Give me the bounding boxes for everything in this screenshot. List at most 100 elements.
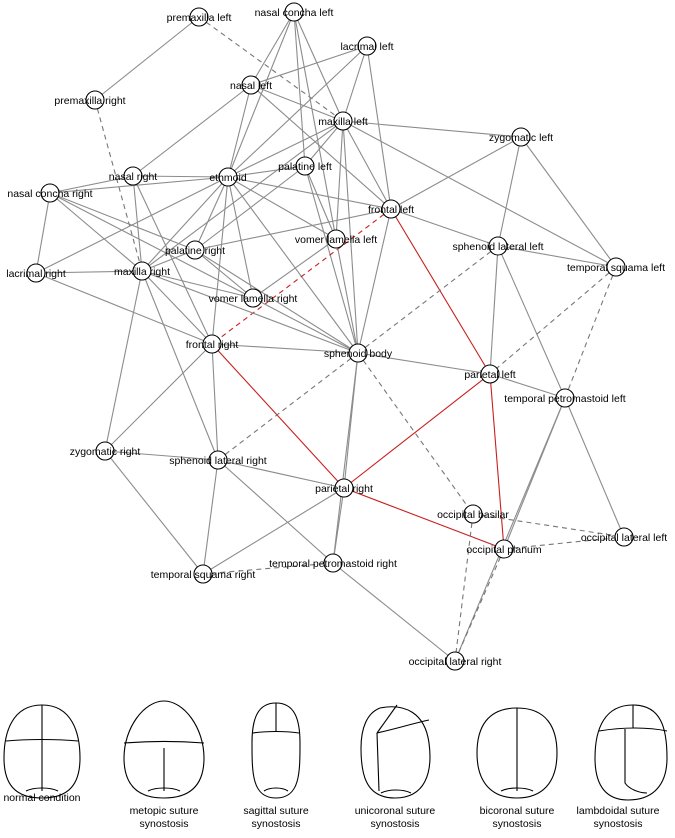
edge-maxilla-right--zygomatic-right: [104, 270, 143, 452]
node-circle: [26, 263, 46, 283]
edge-premaxilla-right--maxilla-right: [94, 99, 143, 272]
node-circle: [241, 75, 261, 95]
edge-frontal-right--zygomatic-right: [104, 343, 213, 452]
edge-ethmoid--vomer-lamella-left: [227, 176, 337, 240]
edge-ethmoid--frontal-left: [227, 176, 392, 210]
node-vomer-lamella-left: vomer lamella left: [295, 229, 377, 249]
node-sphenoid-body: sphenoid body: [324, 343, 393, 363]
edge-maxilla-right--frontal-right: [141, 270, 213, 345]
node-premaxilla-right: premaxilla right: [54, 90, 126, 110]
node-label: premaxilla left: [167, 12, 232, 24]
edge-nasal-concha-left--nasal-left: [250, 11, 295, 86]
edge-nasal-right--maxilla-right: [132, 175, 143, 272]
edge-maxilla-right--vomer-lamella-right: [141, 270, 254, 299]
node-parietal-right: parietal right: [315, 478, 373, 498]
edge-frontal-right--sphenoid-lateral-right: [211, 343, 219, 461]
edge-palatine-left--sphenoid-body: [304, 165, 359, 354]
node-palatine-left: palatine left: [278, 156, 332, 176]
skull-unicoronal: [360, 704, 431, 799]
node-sphenoid-lateral-left: sphenoid lateral left: [452, 236, 544, 256]
node-circle: [295, 156, 315, 176]
edge-occipital-planum--occipital-lateral-right: [454, 548, 505, 662]
node-label: sphenoid body: [324, 348, 393, 360]
edge-lacrimal-left--nasal-left: [250, 45, 368, 86]
node-circle: [95, 441, 115, 461]
edge-zygomatic-left--frontal-left: [390, 136, 522, 210]
node-nasal-concha-left: nasal concha left: [255, 2, 334, 22]
bone-network-graph: premaxilla left nasal concha left lacrimal…: [6, 2, 667, 671]
edge-nasal-right--nasal-concha-right: [49, 175, 134, 194]
edge-sphenoid-body--sphenoid-lateral-right: [217, 352, 359, 461]
edge-occipital-basilar--occipital-lateral-right: [454, 513, 474, 662]
edge-occipital-planum--occipital-lateral-left: [503, 536, 625, 550]
node-nasal-left: nasal left: [230, 75, 272, 95]
node-maxilla-right: maxilla right: [114, 261, 170, 281]
edge-maxilla-left--temporal-squama-left: [342, 120, 617, 268]
edge-ethmoid--frontal-right: [211, 176, 229, 345]
edge-maxilla-left--sphenoid-body: [342, 120, 359, 354]
node-circle: [488, 236, 508, 256]
edge-vomer-lamella-left--vomer-lamella-right: [252, 238, 337, 299]
node-circle: [208, 450, 228, 470]
edge-zygomatic-right--sphenoid-lateral-right: [104, 450, 219, 461]
edge-maxilla-left--frontal-left: [342, 120, 392, 210]
node-temporal-petromastoid-right: temporal petromastoid right: [269, 553, 397, 573]
edge-nasal-concha-right--lacrimal-right: [35, 192, 51, 274]
edge-frontal-left--sphenoid-body: [357, 208, 392, 354]
node-circle: [334, 478, 354, 498]
edge-sphenoid-body--parietal-left: [357, 352, 491, 375]
node-label: lacrimal right: [6, 268, 66, 280]
edge-lacrimal-left--ethmoid: [227, 45, 368, 178]
edge-sphenoid-lateral-left--temporal-squama-left: [497, 245, 617, 268]
node-circle: [123, 166, 143, 186]
node-ethmoid: ethmoid: [209, 167, 247, 187]
edge-maxilla-left--zygomatic-left: [342, 120, 522, 138]
node-palatine-right: palatine right: [165, 240, 225, 260]
node-occipital-lateral-left: occipital lateral left: [581, 527, 667, 547]
node-label: parietal left: [464, 369, 515, 381]
edge-parietal-left--parietal-right: [343, 373, 491, 489]
edge-maxilla-right--sphenoid-lateral-right: [141, 270, 219, 461]
node-maxilla-left: maxilla left: [318, 111, 368, 131]
edge-sphenoid-lateral-right--parietal-right: [217, 459, 345, 489]
node-label: occipital basilar: [437, 509, 509, 521]
edge-parietal-left--occipital-planum: [489, 373, 505, 550]
node-label: occipital lateral left: [581, 532, 667, 544]
edge-sphenoid-lateral-left--sphenoid-body: [357, 245, 499, 354]
edge-temporal-petromastoid-left--occipital-lateral-right: [454, 397, 566, 662]
node-circle: [284, 2, 304, 22]
skull-bicoronal: [476, 707, 558, 799]
node-circle: [381, 199, 401, 219]
node-label: nasal right: [109, 171, 158, 183]
edge-sphenoid-lateral-right--temporal-petromastoid-right: [217, 459, 334, 564]
edge-frontal-right--sphenoid-body: [211, 343, 359, 354]
node-label: nasal concha right: [7, 188, 92, 200]
edge-zygomatic-left--sphenoid-lateral-left: [497, 136, 522, 247]
edge-sphenoid-lateral-right--temporal-squama-right: [202, 459, 219, 575]
edge-nasal-concha-left--palatine-left: [293, 11, 306, 167]
edge-premaxilla-left--premaxilla-right: [94, 16, 200, 101]
node-circle: [40, 183, 60, 203]
edge-palatine-left--ethmoid: [227, 165, 306, 178]
skull-shapes: [3, 700, 668, 801]
edge-frontal-left--palatine-right: [194, 208, 392, 251]
skull-metopic: [123, 700, 205, 799]
node-label: nasal concha left: [255, 7, 334, 19]
node-circle: [193, 564, 213, 584]
node-circle: [555, 388, 575, 408]
node-label: sphenoid lateral right: [169, 455, 267, 467]
node-label: nasal left: [230, 80, 272, 92]
edge-palatine-left--palatine-right: [194, 165, 306, 251]
edge-temporal-squama-left--parietal-left: [489, 266, 617, 375]
node-occipital-basilar: occipital basilar: [437, 504, 509, 524]
node-circle: [494, 539, 514, 559]
edge-frontal-left--parietal-left: [390, 208, 491, 375]
node-label: parietal right: [315, 483, 373, 495]
edge-sphenoid-lateral-left--temporal-petromastoid-left: [497, 245, 566, 399]
edge-occipital-basilar--occipital-lateral-left: [472, 513, 625, 538]
edge-ethmoid--sphenoid-body: [227, 176, 359, 354]
node-circle: [243, 288, 263, 308]
node-circle: [218, 167, 238, 187]
